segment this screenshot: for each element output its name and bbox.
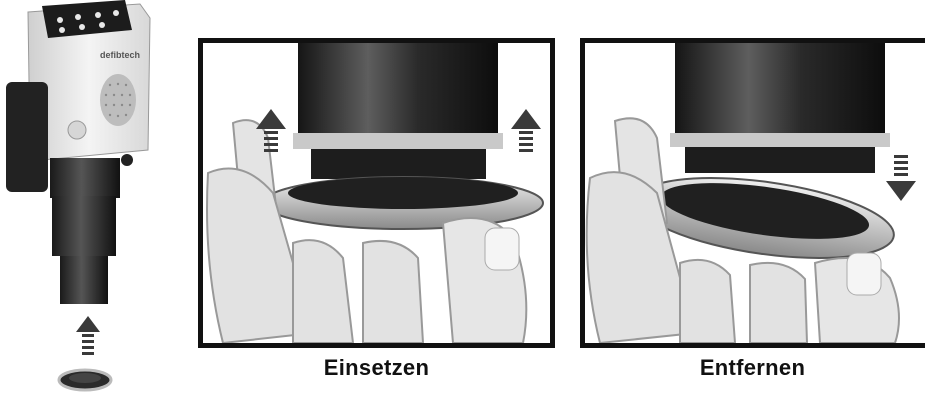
cylinder xyxy=(675,43,885,138)
caption-insert: Einsetzen xyxy=(198,355,555,381)
device-tube xyxy=(52,196,116,256)
device-side-module xyxy=(6,82,48,192)
insert-arrow-icon xyxy=(76,316,100,355)
device-tube-upper xyxy=(50,158,120,198)
panel-remove xyxy=(580,38,925,348)
device-tube-lower xyxy=(60,256,108,304)
device-side-button xyxy=(68,121,86,139)
down-arrow-icon xyxy=(886,155,916,201)
device-illustration: defibtech xyxy=(0,0,160,402)
device-speaker-grille xyxy=(100,74,136,126)
caption-remove: Entfernen xyxy=(580,355,925,381)
device-jack xyxy=(121,154,133,166)
up-arrow-right-icon xyxy=(511,109,541,152)
cylinder xyxy=(298,43,498,138)
panel-insert xyxy=(198,38,555,348)
device-brand-label: defibtech xyxy=(100,50,140,60)
